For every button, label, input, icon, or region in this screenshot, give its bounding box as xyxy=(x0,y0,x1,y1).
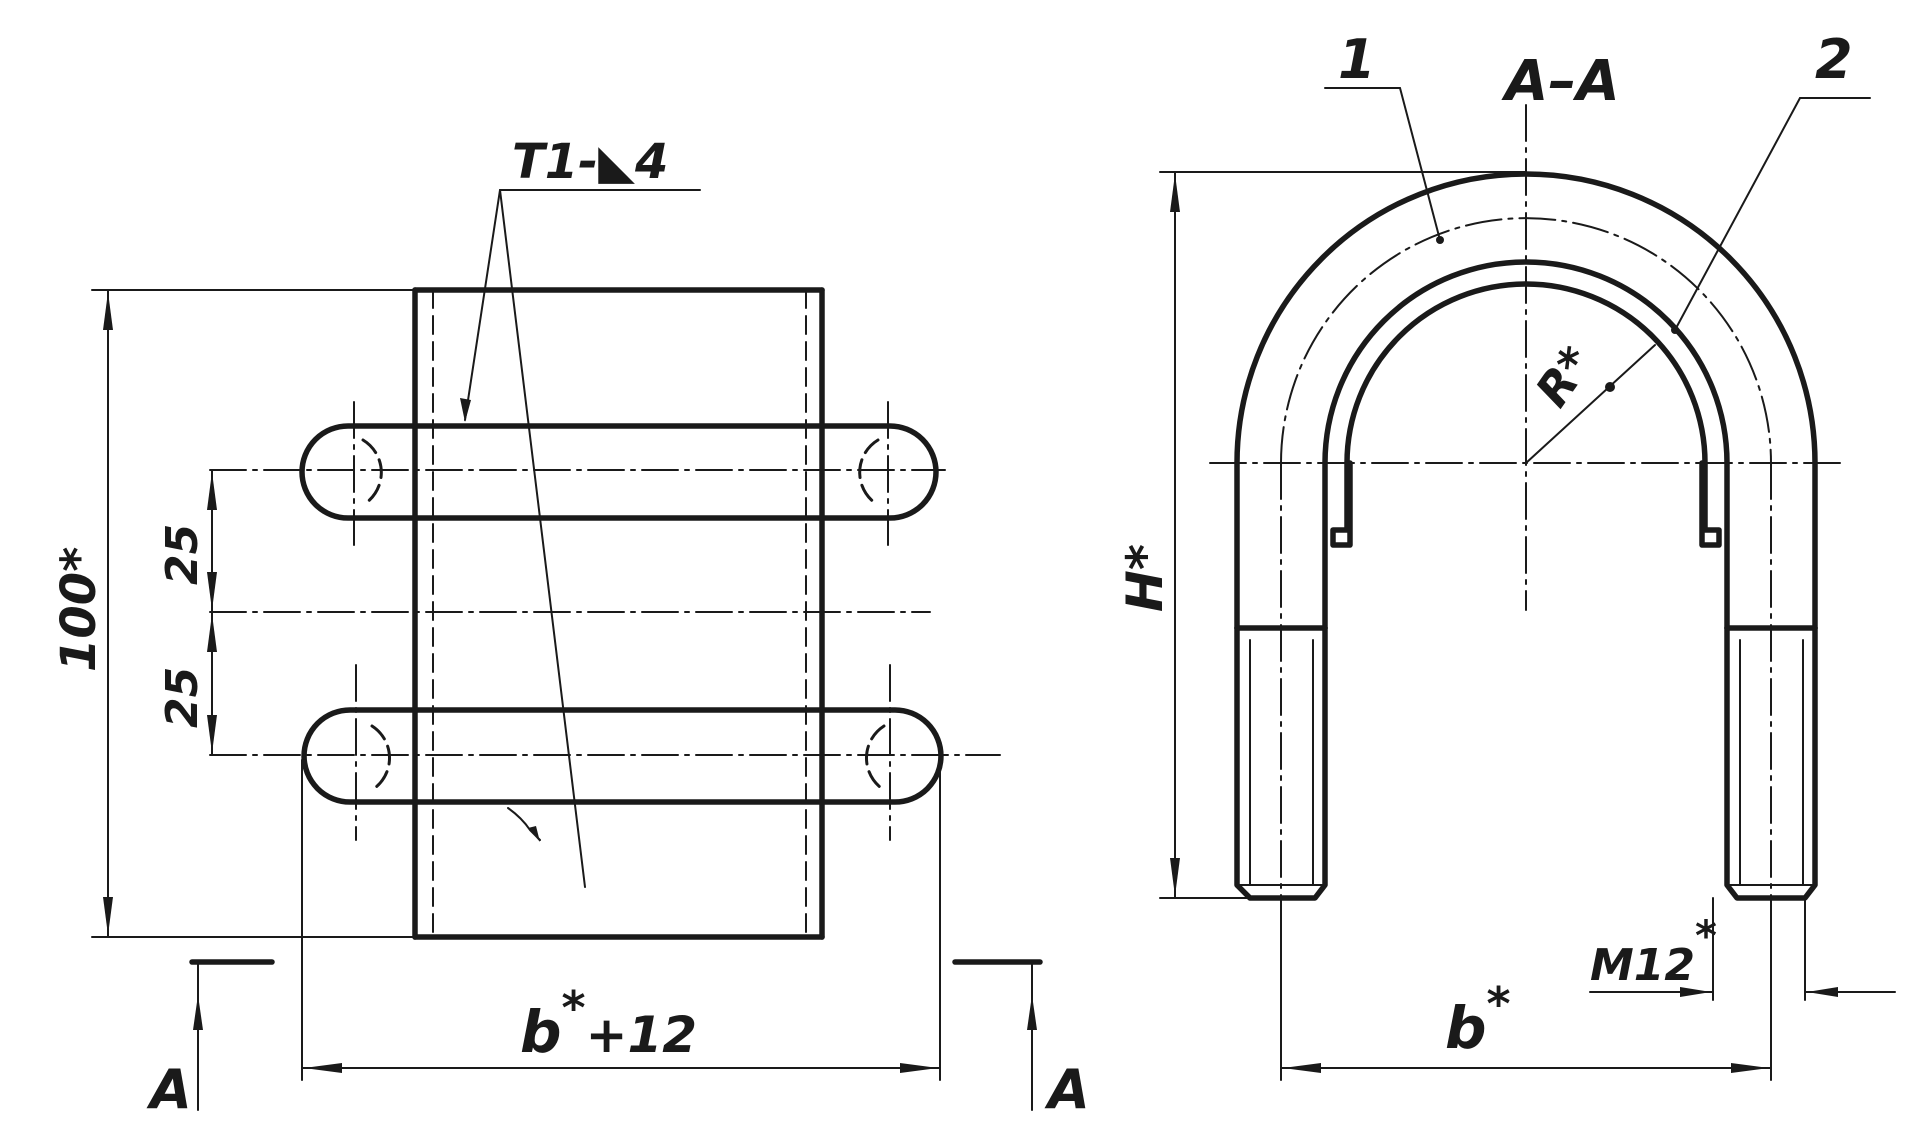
section-mark-left: A xyxy=(146,959,275,1121)
leader-1-label: 1 xyxy=(1338,28,1376,91)
dim-height-h-label: H* xyxy=(1116,544,1174,612)
dim-radius: R* xyxy=(1525,337,1656,464)
left-view: T1-◣4 100* 25 25 b*+12 xyxy=(51,134,1090,1121)
dim-width-b: b* xyxy=(1280,897,1772,1081)
dim-thread: M12* xyxy=(1589,897,1896,1001)
section-mark-right: A xyxy=(952,959,1090,1121)
dim-thread-m: M12 xyxy=(1590,940,1695,991)
upper-bolt-slot xyxy=(209,401,946,546)
dim-width-b-label: b* xyxy=(1445,977,1511,1062)
dim-pitch: 25 25 xyxy=(157,469,217,756)
leader-1: 1 xyxy=(1324,28,1444,244)
dim-width-b: b xyxy=(520,998,562,1066)
dim-width-b-star: * xyxy=(1487,977,1511,1031)
dim-height-h: H* xyxy=(1116,171,1527,899)
dim-width-label: b*+12 xyxy=(520,981,697,1066)
section-mark-right-label: A xyxy=(1044,1058,1090,1121)
section-title: A–A xyxy=(1501,49,1620,114)
plate xyxy=(412,287,825,940)
dim-pitch-top-label: 25 xyxy=(157,524,208,585)
dim-width-b-letter: b xyxy=(1445,994,1487,1062)
dim-height-label: 100* xyxy=(51,547,107,672)
dim-width-b-plus-12: b*+12 xyxy=(301,759,941,1081)
dim-width-rest: +12 xyxy=(586,1006,697,1064)
weld-symbol-label: T1-◣4 xyxy=(512,134,668,190)
dim-height-100: 100* xyxy=(51,289,416,938)
section-mark-left-label: A xyxy=(146,1058,192,1121)
leader-2-label: 2 xyxy=(1815,28,1853,91)
dim-width-star: * xyxy=(562,981,586,1035)
leader-2: 2 xyxy=(1671,28,1871,334)
dim-pitch-bottom-label: 25 xyxy=(157,667,208,728)
lower-bolt-slot xyxy=(209,664,1001,841)
dim-thread-star: * xyxy=(1695,911,1717,960)
dim-thread-label: M12* xyxy=(1590,911,1717,991)
weld-leader: T1-◣4 xyxy=(460,134,701,888)
right-view: A–A xyxy=(1116,28,1896,1081)
